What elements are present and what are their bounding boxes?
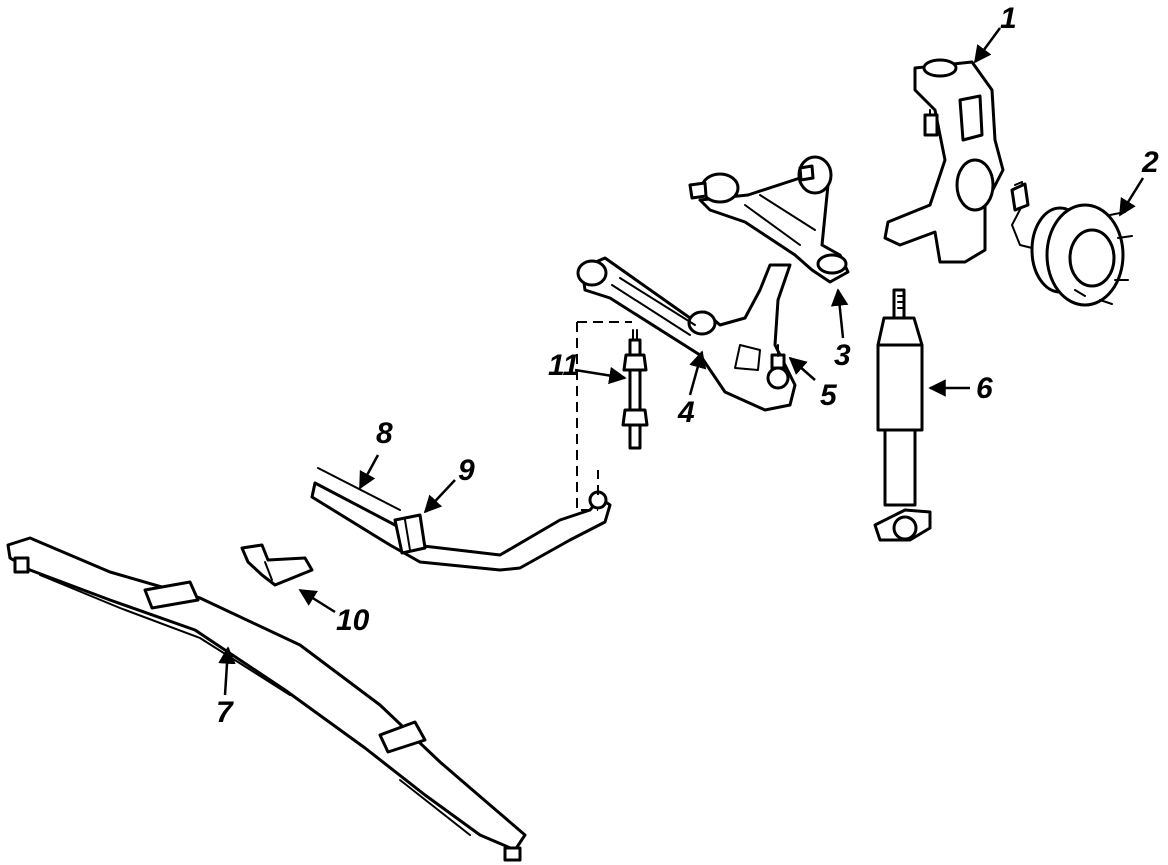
callout-8: 8 — [376, 417, 393, 450]
stabilizer-bushing — [393, 513, 427, 555]
callout-10: 10 — [336, 604, 370, 637]
shock-absorber — [873, 288, 932, 542]
stabilizer-bracket — [240, 543, 314, 587]
callout-1: 1 — [1000, 2, 1017, 35]
callout-7: 7 — [216, 696, 234, 729]
callout-5: 5 — [820, 379, 838, 412]
leader-4 — [688, 350, 707, 396]
callout-3: 3 — [834, 339, 851, 372]
callout-6: 6 — [976, 372, 993, 405]
leader-2 — [1118, 177, 1145, 217]
leader-11 — [574, 366, 627, 385]
leader-10 — [298, 588, 336, 614]
leader-8 — [358, 454, 380, 490]
callout-4: 4 — [677, 396, 695, 429]
leaf-spring — [6, 536, 527, 862]
leader-1 — [973, 27, 1002, 64]
callout-9: 9 — [458, 454, 475, 487]
leader-9 — [423, 479, 456, 514]
stabilizer-link — [621, 329, 649, 450]
leader-3 — [830, 288, 849, 339]
callout-11: 11 — [548, 349, 579, 382]
assembly-line — [576, 321, 632, 511]
wheel-hub — [1010, 181, 1133, 307]
lower-control-arm — [576, 256, 797, 412]
leader-7 — [218, 646, 236, 696]
ball-joint — [766, 344, 790, 390]
leader-5 — [788, 356, 816, 381]
callout-2: 2 — [1141, 146, 1159, 179]
steering-knuckle — [883, 58, 1005, 264]
upper-control-arm — [688, 155, 850, 284]
